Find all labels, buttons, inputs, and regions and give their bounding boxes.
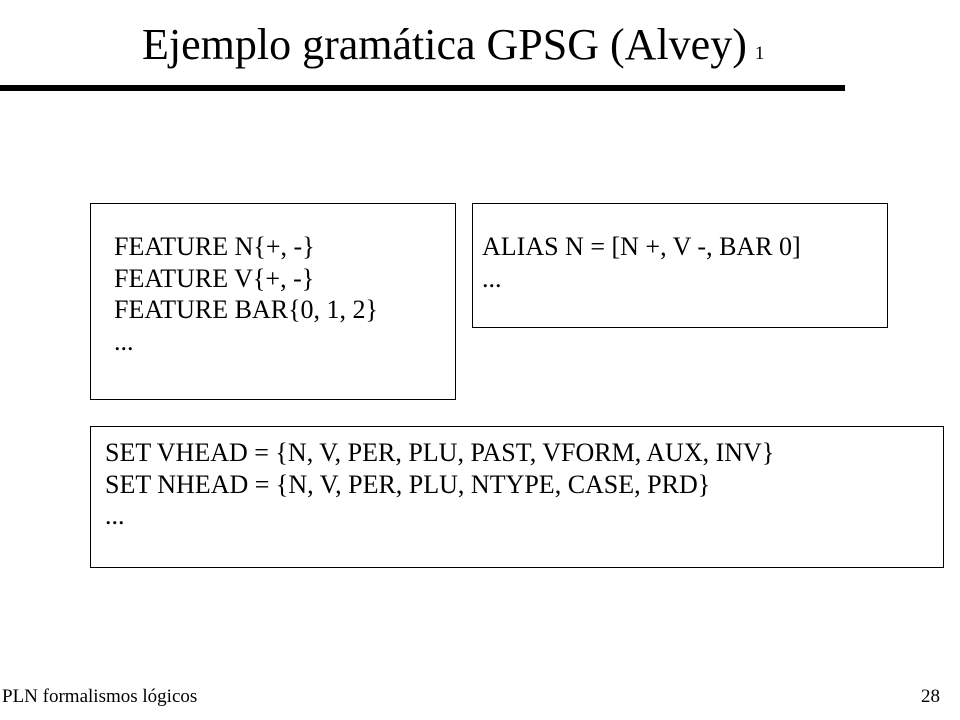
set-line: SET NHEAD = {N, V, PER, PLU, NTYPE, CASE… [105, 469, 711, 499]
alias-ellipsis: ... [482, 263, 502, 293]
footer-course-label: PLN formalismos lógicos [2, 686, 198, 707]
footer-page-number: 28 [921, 686, 940, 707]
set-ellipsis: ... [105, 501, 125, 530]
feature-line: FEATURE N{+, -} [114, 232, 315, 261]
feature-declarations-box: FEATURE N{+, -} FEATURE V{+, -} FEATURE … [90, 203, 456, 400]
slide-title-number: 1 [754, 43, 765, 64]
alias-declarations-box: ALIAS N = [N +, V -, BAR 0] ... [472, 203, 888, 328]
slide-title-text: Ejemplo gramática GPSG (Alvey) [142, 20, 747, 69]
alias-line: ALIAS N = [N +, V -, BAR 0] [482, 232, 801, 261]
set-declarations-box: SET VHEAD = {N, V, PER, PLU, PAST, VFORM… [90, 426, 944, 568]
set-line: SET VHEAD = {N, V, PER, PLU, PAST, VFORM… [105, 438, 775, 467]
feature-ellipsis: ... [114, 326, 134, 356]
title-underline [0, 85, 845, 91]
feature-line: FEATURE V{+, -} [114, 263, 315, 293]
feature-line: FEATURE BAR{0, 1, 2} [114, 295, 379, 324]
slide-title: Ejemplo gramática GPSG (Alvey) 1 [142, 18, 764, 81]
